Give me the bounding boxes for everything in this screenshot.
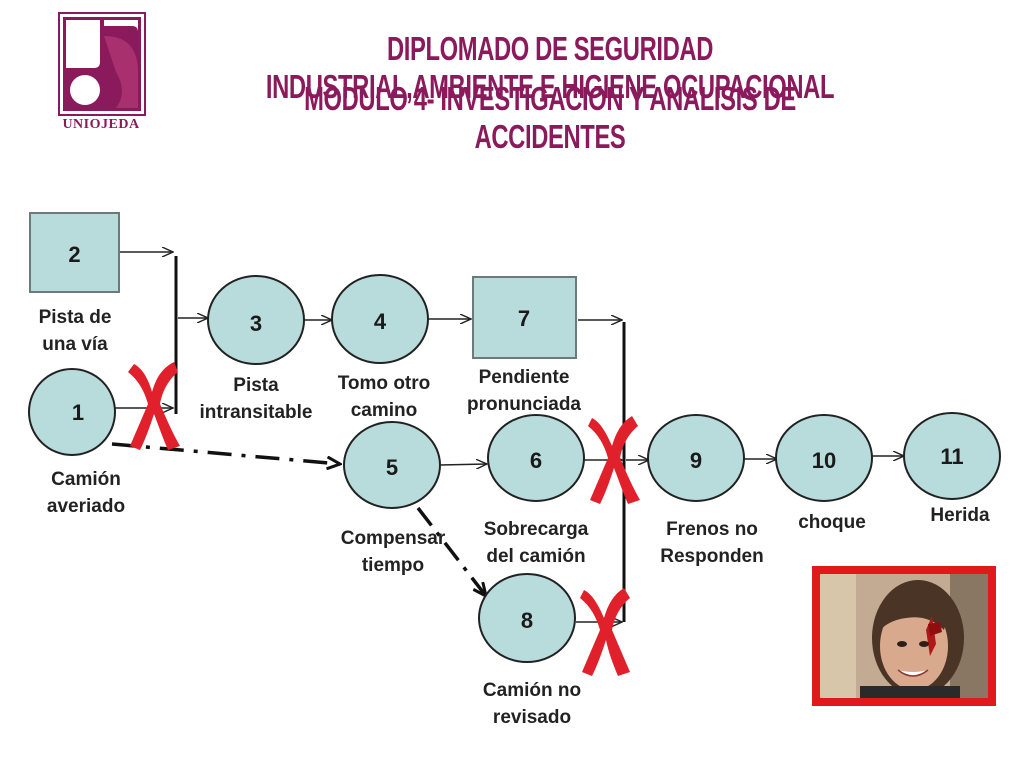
x-mark-icon [128,362,180,450]
label-node-11: Herida [930,505,990,526]
page-title: DIPLOMADO DE SEGURIDAD INDUSTRIAL,AMBIEN… [265,30,835,105]
page-subtitle: MODULO 4- INVESTIGACION Y ANALISIS DE AC… [304,80,796,155]
node-4: 4 [331,274,429,364]
node-number: 10 [812,448,836,473]
edge-5-8-dashed [416,506,486,596]
node-number: 9 [690,448,702,473]
node-number: 7 [518,306,530,331]
logo-mark-icon [58,12,146,116]
node-number: 6 [530,448,542,473]
node-8: 8 [478,573,576,663]
logo-text: UNIOJEDA [62,117,140,132]
photo-content [820,574,988,698]
node-9: 9 [647,414,745,502]
edge-1-5-dashed [111,442,340,464]
connectors [111,252,904,622]
x-mark-icon [588,416,640,504]
node-number: 1 [72,400,84,425]
label-node-10: choque [798,512,866,533]
node-number: 2 [68,242,80,267]
injured-person-image [820,574,988,698]
node-2: 2 [29,212,120,293]
node-7: 7 [472,276,577,359]
node-6: 6 [487,414,585,502]
node-number: 4 [374,309,387,334]
node-number: 3 [250,311,262,336]
node-number: 5 [386,455,398,480]
node-number: 8 [521,608,533,633]
node-3: 3 [207,275,305,365]
injury-photo [812,566,996,706]
node-1: 1 [28,368,116,456]
edge-5-6 [439,464,487,465]
university-logo [58,12,146,116]
node-10: 10 [775,414,873,502]
x-mark-icon [580,588,630,676]
node-number: 11 [940,444,963,469]
node-5: 5 [343,421,441,509]
node-11: 11 [903,412,1001,500]
